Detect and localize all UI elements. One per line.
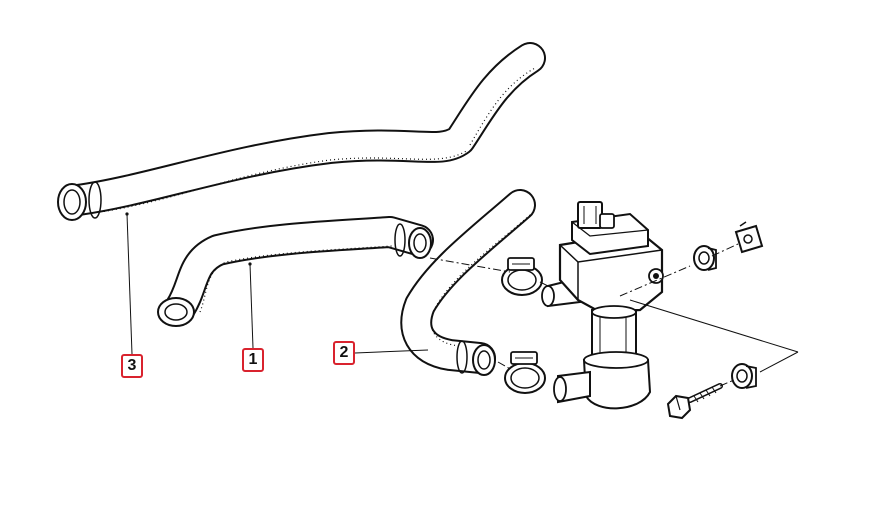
hose-3	[57, 42, 546, 221]
rubber-grommet-lower	[731, 363, 757, 389]
hex-bolt	[666, 383, 723, 420]
assembly-lines	[429, 243, 799, 387]
hose-clamp-lower	[504, 351, 546, 394]
hose-1	[157, 216, 434, 327]
callout-label-3[interactable]: 3	[121, 354, 143, 378]
speed-nut-clip	[734, 221, 764, 254]
callout-leaders	[126, 213, 429, 355]
callout-label-1[interactable]: 1	[242, 348, 264, 372]
callout-label-2[interactable]: 2	[333, 341, 355, 365]
hose-clamp-upper	[501, 257, 543, 296]
hose-2	[400, 189, 536, 376]
idle-control-valve	[541, 201, 664, 410]
rubber-grommet-upper	[693, 245, 717, 271]
